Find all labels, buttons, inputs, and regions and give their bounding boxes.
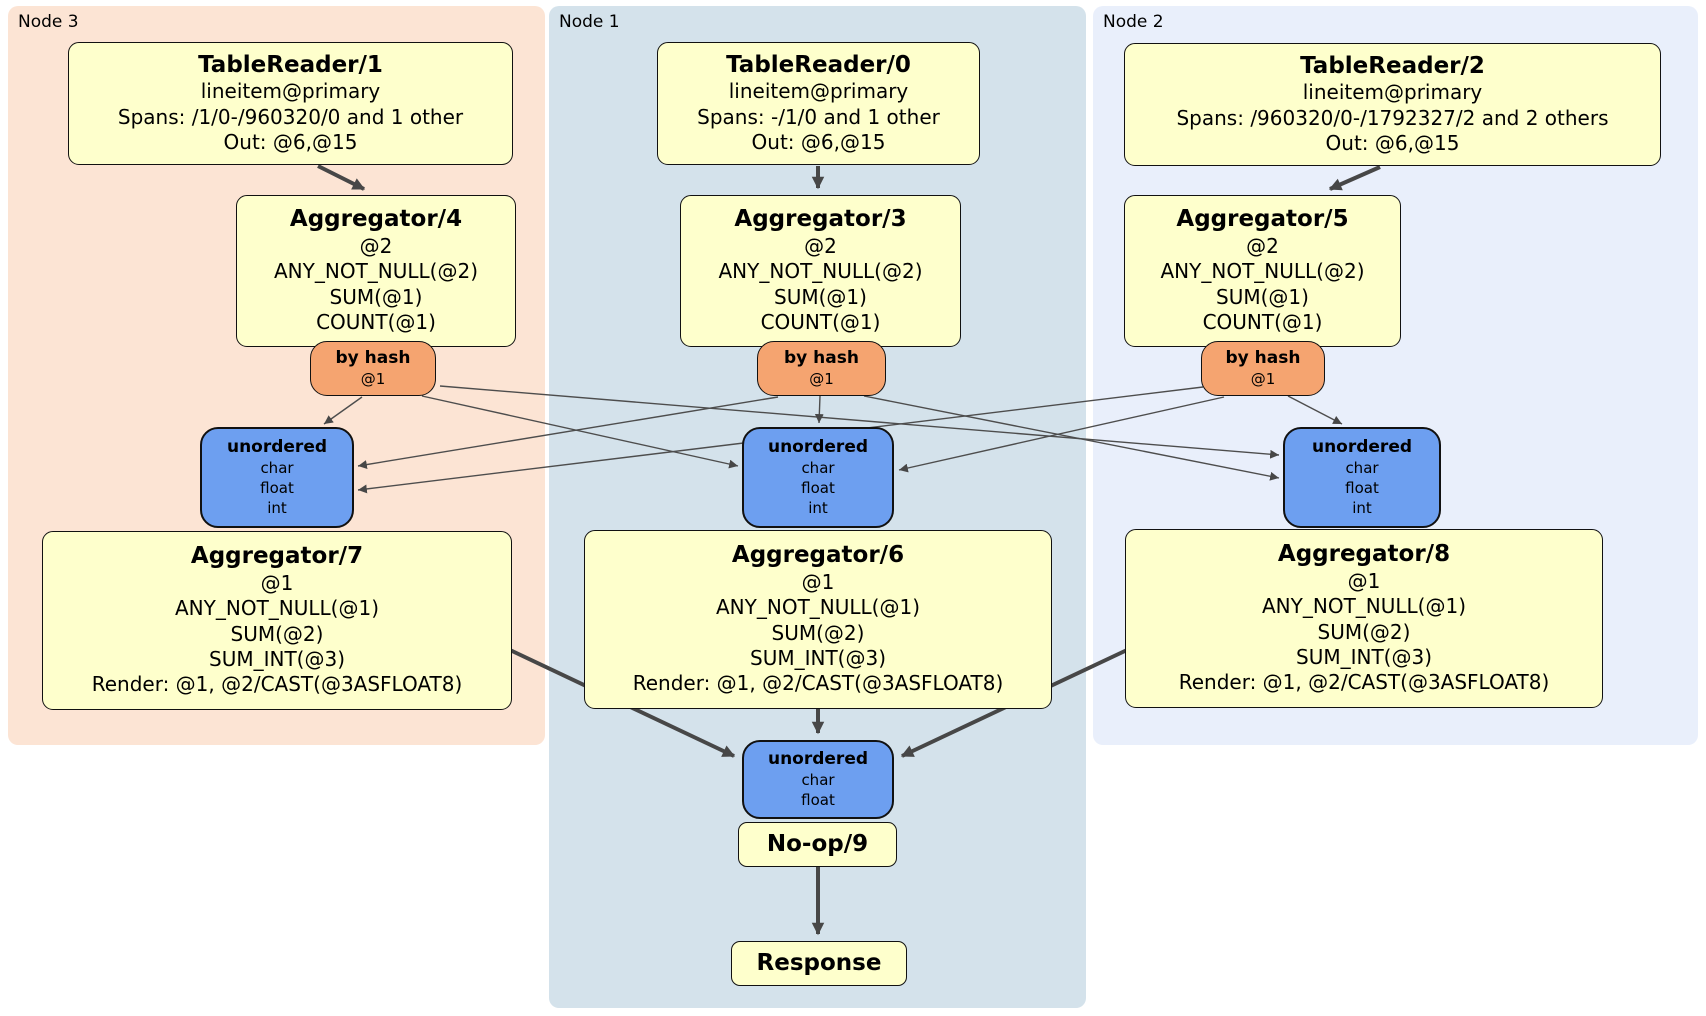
node-line: @1 bbox=[801, 569, 835, 594]
node-line: COUNT(@1) bbox=[760, 310, 881, 335]
node-line: @2 bbox=[804, 234, 837, 259]
sync-line: char bbox=[801, 770, 835, 789]
node-title: TableReader/1 bbox=[198, 51, 383, 78]
sync-line: float bbox=[1345, 479, 1379, 497]
node-line: ANY_NOT_NULL(@1) bbox=[1262, 594, 1466, 619]
node-line: Out: @6,@15 bbox=[1325, 130, 1460, 155]
aggregator-3: Aggregator/3 @2 ANY_NOT_NULL(@2) SUM(@1)… bbox=[680, 195, 961, 347]
node-line: Spans: /1/0-/960320/0 and 1 other bbox=[117, 104, 464, 129]
node-line: ANY_NOT_NULL(@1) bbox=[175, 596, 379, 621]
node-title: Aggregator/5 bbox=[1176, 206, 1349, 233]
node-line: Out: @6,@15 bbox=[223, 129, 358, 154]
node-line: COUNT(@1) bbox=[316, 310, 436, 335]
node-line: SUM_INT(@3) bbox=[1296, 644, 1432, 669]
aggregator-8: Aggregator/8 @1 ANY_NOT_NULL(@1) SUM(@2)… bbox=[1125, 529, 1603, 708]
sync-title: unordered bbox=[1311, 436, 1413, 457]
node-line: Render: @1, @2/CAST(@3ASFLOAT8) bbox=[632, 671, 1004, 696]
node-line: Render: @1, @2/CAST(@3ASFLOAT8) bbox=[1178, 670, 1550, 695]
node-line: Spans: /960320/0-/1792327/2 and 2 others bbox=[1176, 105, 1609, 130]
region-node1-label: Node 1 bbox=[559, 12, 620, 32]
sync-line: char bbox=[260, 458, 294, 477]
node-title: Aggregator/3 bbox=[734, 206, 907, 233]
node-line: ANY_NOT_NULL(@2) bbox=[718, 259, 923, 284]
sync-line: int bbox=[1352, 499, 1372, 518]
router-title: by hash bbox=[784, 347, 859, 368]
node-title: Response bbox=[756, 949, 882, 976]
tablereader-0: TableReader/0 lineitem@primary Spans: -/… bbox=[657, 42, 980, 165]
node-line: COUNT(@1) bbox=[1202, 310, 1323, 335]
sync-title: unordered bbox=[767, 748, 869, 769]
node-line: SUM(@1) bbox=[329, 284, 423, 309]
sync-line: float bbox=[260, 479, 294, 497]
sync-title: unordered bbox=[226, 436, 328, 457]
node-title: TableReader/0 bbox=[726, 51, 911, 78]
router-by-hash-left: by hash @1 bbox=[310, 341, 436, 396]
sync-line: char bbox=[801, 458, 835, 477]
sync-unordered-final: unordered char float bbox=[742, 740, 894, 819]
tablereader-2: TableReader/2 lineitem@primary Spans: /9… bbox=[1124, 43, 1661, 166]
node-line: ANY_NOT_NULL(@1) bbox=[716, 595, 920, 620]
node-line: SUM(@1) bbox=[1216, 284, 1309, 309]
node-title: Aggregator/6 bbox=[731, 542, 905, 569]
node-title: Aggregator/8 bbox=[1277, 541, 1451, 568]
aggregator-4: Aggregator/4 @2 ANY_NOT_NULL(@2) SUM(@1)… bbox=[236, 195, 516, 347]
router-title: by hash bbox=[335, 347, 411, 368]
node-line: Out: @6,@15 bbox=[751, 129, 886, 154]
node-line: SUM_INT(@3) bbox=[209, 646, 345, 671]
sync-line: float bbox=[801, 791, 835, 810]
node-line: @1 bbox=[260, 570, 294, 595]
node-title: TableReader/2 bbox=[1300, 52, 1485, 79]
node-line: @2 bbox=[1246, 234, 1279, 259]
node-line: ANY_NOT_NULL(@2) bbox=[274, 259, 478, 284]
node-title: No-op/9 bbox=[766, 830, 869, 857]
sync-line: float bbox=[801, 479, 835, 497]
node-line: ANY_NOT_NULL(@2) bbox=[1160, 259, 1365, 284]
router-by-hash-center: by hash @1 bbox=[757, 341, 886, 396]
node-line: Render: @1, @2/CAST(@3ASFLOAT8) bbox=[91, 672, 463, 697]
node-line: lineitem@primary bbox=[728, 79, 909, 104]
node-line: SUM(@2) bbox=[1317, 619, 1411, 644]
sync-unordered-left: unordered char float int bbox=[200, 427, 354, 528]
aggregator-6: Aggregator/6 @1 ANY_NOT_NULL(@1) SUM(@2)… bbox=[584, 530, 1052, 709]
node-line: SUM_INT(@3) bbox=[750, 645, 886, 670]
response: Response bbox=[731, 941, 907, 986]
node-line: Spans: -/1/0 and 1 other bbox=[697, 104, 940, 129]
noop-9: No-op/9 bbox=[738, 822, 897, 867]
sync-line: int bbox=[808, 499, 828, 518]
node-line: @2 bbox=[359, 234, 393, 259]
router-detail: @1 bbox=[809, 370, 834, 388]
region-node2-label: Node 2 bbox=[1103, 12, 1164, 32]
node-line: SUM(@2) bbox=[771, 620, 865, 645]
node-line: lineitem@primary bbox=[200, 79, 381, 104]
sync-unordered-right: unordered char float int bbox=[1283, 427, 1441, 528]
tablereader-1: TableReader/1 lineitem@primary Spans: /1… bbox=[68, 42, 513, 165]
sync-title: unordered bbox=[767, 436, 869, 457]
node-line: @1 bbox=[1347, 568, 1381, 593]
node-line: SUM(@2) bbox=[230, 621, 324, 646]
sync-unordered-center: unordered char float int bbox=[742, 427, 894, 528]
sync-line: int bbox=[267, 499, 287, 518]
router-detail: @1 bbox=[360, 370, 386, 388]
aggregator-7: Aggregator/7 @1 ANY_NOT_NULL(@1) SUM(@2)… bbox=[42, 531, 512, 710]
router-detail: @1 bbox=[1250, 370, 1276, 388]
region-node3-label: Node 3 bbox=[18, 12, 79, 32]
node-line: lineitem@primary bbox=[1302, 80, 1483, 105]
node-line: SUM(@1) bbox=[774, 284, 867, 309]
aggregator-5: Aggregator/5 @2 ANY_NOT_NULL(@2) SUM(@1)… bbox=[1124, 195, 1401, 347]
router-title: by hash bbox=[1225, 347, 1301, 368]
node-title: Aggregator/7 bbox=[190, 543, 364, 570]
router-by-hash-right: by hash @1 bbox=[1201, 341, 1325, 396]
node-title: Aggregator/4 bbox=[289, 206, 463, 233]
sync-line: char bbox=[1345, 458, 1379, 477]
